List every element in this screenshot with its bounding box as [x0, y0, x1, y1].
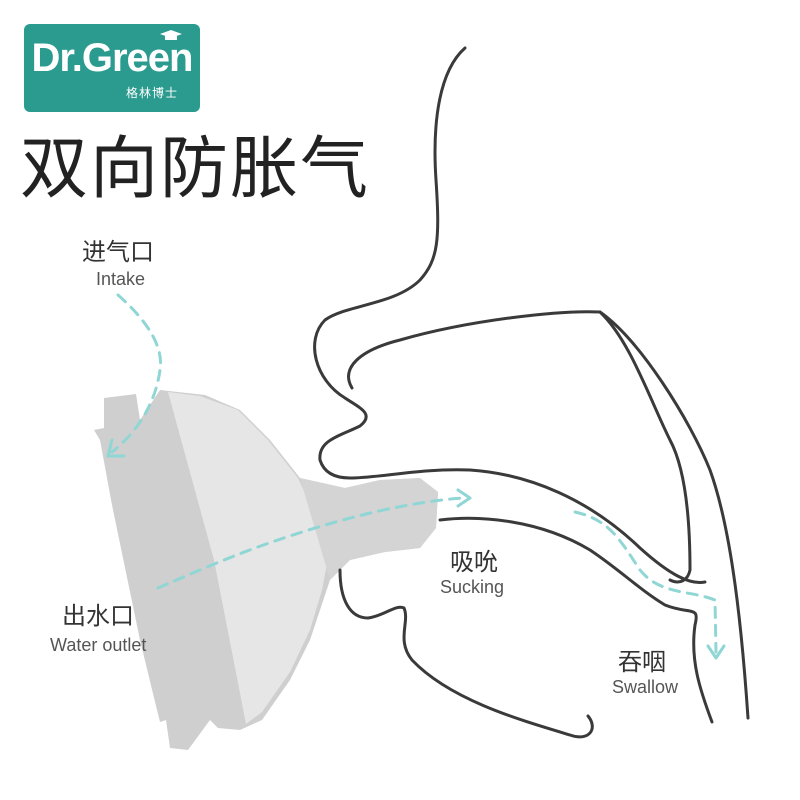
intake-label-en: Intake — [96, 269, 146, 289]
intake-arrowhead — [106, 438, 126, 458]
sucking-label-en: Sucking — [440, 577, 505, 597]
page-title: 双向防胀气 — [20, 130, 371, 209]
tongue-line — [438, 516, 714, 724]
infant-mouth-outline — [313, 46, 750, 739]
intake-arrow — [110, 293, 162, 454]
face-profile-line — [313, 46, 707, 585]
graduation-cap-icon — [160, 30, 182, 40]
water-outlet-label-zh: 出水口 — [62, 602, 134, 630]
swallow-label-zh: 吞咽 — [618, 648, 666, 676]
nipple-tip — [300, 478, 438, 580]
brand-subtitle: 格林博士 — [125, 86, 178, 100]
nipple-collar — [94, 390, 240, 750]
sucking-arrowhead — [456, 488, 472, 508]
sucking-label-zh: 吸吮 — [450, 548, 498, 576]
swallow-arrow — [573, 510, 718, 654]
brand-name: Dr.Green — [31, 36, 194, 80]
brand-logo: Dr.Green 格林博士 — [24, 24, 200, 112]
arrow-heads — [106, 438, 726, 660]
flow-arrows — [110, 293, 718, 654]
water-outlet-label-en: Water outlet — [50, 635, 147, 655]
lower-lip-line — [338, 568, 594, 739]
swallow-label-en: Swallow — [612, 677, 679, 697]
upper-throat-line — [598, 310, 750, 720]
outlet-arrow — [156, 496, 464, 590]
bottle-nipple — [94, 390, 438, 750]
nipple-body-light — [168, 392, 330, 724]
intake-label-zh: 进气口 — [82, 238, 154, 266]
palate-line — [347, 310, 692, 584]
swallow-arrowhead — [706, 644, 726, 660]
